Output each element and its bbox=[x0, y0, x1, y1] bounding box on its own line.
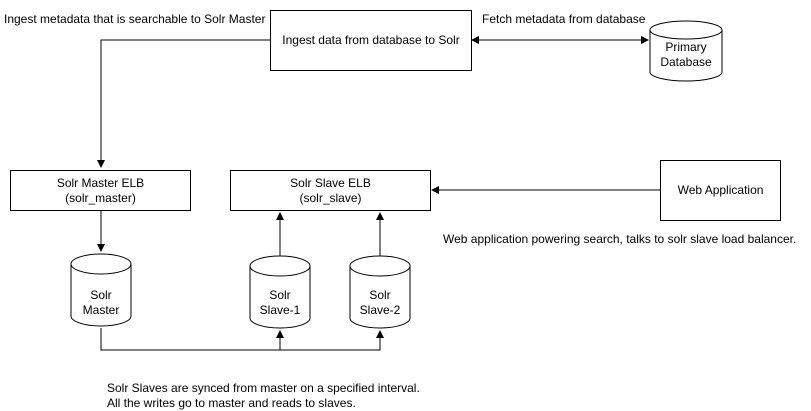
solr-master-label-line1: Solr bbox=[90, 288, 112, 302]
edge-ingest-to-master-elb bbox=[97, 39, 270, 168]
sync-note-line1: Solr Slaves are synced from master on a … bbox=[107, 381, 420, 395]
solr-master-elb-box: Solr Master ELB (solr_master) bbox=[10, 170, 191, 211]
primary-database-label: Primary Database bbox=[650, 40, 722, 70]
solr-slave2-cylinder bbox=[349, 255, 411, 329]
ingest-note: Ingest metadata that is searchable to So… bbox=[4, 12, 266, 26]
solr-slave-elb-subtitle: (solr_slave) bbox=[299, 190, 362, 205]
solr-slave1-label-line2: Slave-1 bbox=[259, 303, 301, 317]
solr-slave2-label: Solr Slave-2 bbox=[350, 288, 410, 318]
solr-slave1-label: Solr Slave-1 bbox=[250, 288, 310, 318]
solr-slave-elb-box: Solr Slave ELB (solr_slave) bbox=[230, 170, 431, 211]
edge-sync-master-to-slaves bbox=[100, 328, 384, 351]
solr-slave2-label-line2: Slave-2 bbox=[359, 303, 401, 317]
solr-slave2-label-line1: Solr bbox=[369, 288, 391, 302]
web-app-note: Web application powering search, talks t… bbox=[443, 232, 797, 246]
solr-slave1-label-line1: Solr bbox=[269, 288, 291, 302]
solr-master-label: Solr Master bbox=[71, 288, 131, 318]
solr-master-elb-subtitle: (solr_master) bbox=[65, 190, 136, 205]
solr-master-label-line2: Master bbox=[82, 303, 120, 317]
primary-database-label-line2: Database bbox=[660, 55, 712, 69]
fetch-note: Fetch metadata from database bbox=[482, 12, 646, 26]
solr-slave-elb-title: Solr Slave ELB bbox=[290, 175, 371, 190]
solr-slave1-cylinder bbox=[249, 255, 311, 329]
solr-master-elb-title: Solr Master ELB bbox=[56, 175, 145, 190]
web-application-box: Web Application bbox=[660, 160, 781, 221]
primary-database-label-line1: Primary bbox=[665, 40, 707, 54]
ingest-box: Ingest data from database to Solr bbox=[270, 10, 472, 71]
sync-note-line2: All the writes go to master and reads to… bbox=[107, 396, 356, 410]
primary-database-cylinder bbox=[649, 20, 723, 82]
ingest-box-label: Ingest data from database to Solr bbox=[282, 33, 460, 47]
web-application-label: Web Application bbox=[677, 183, 764, 197]
solr-master-cylinder bbox=[70, 253, 132, 327]
